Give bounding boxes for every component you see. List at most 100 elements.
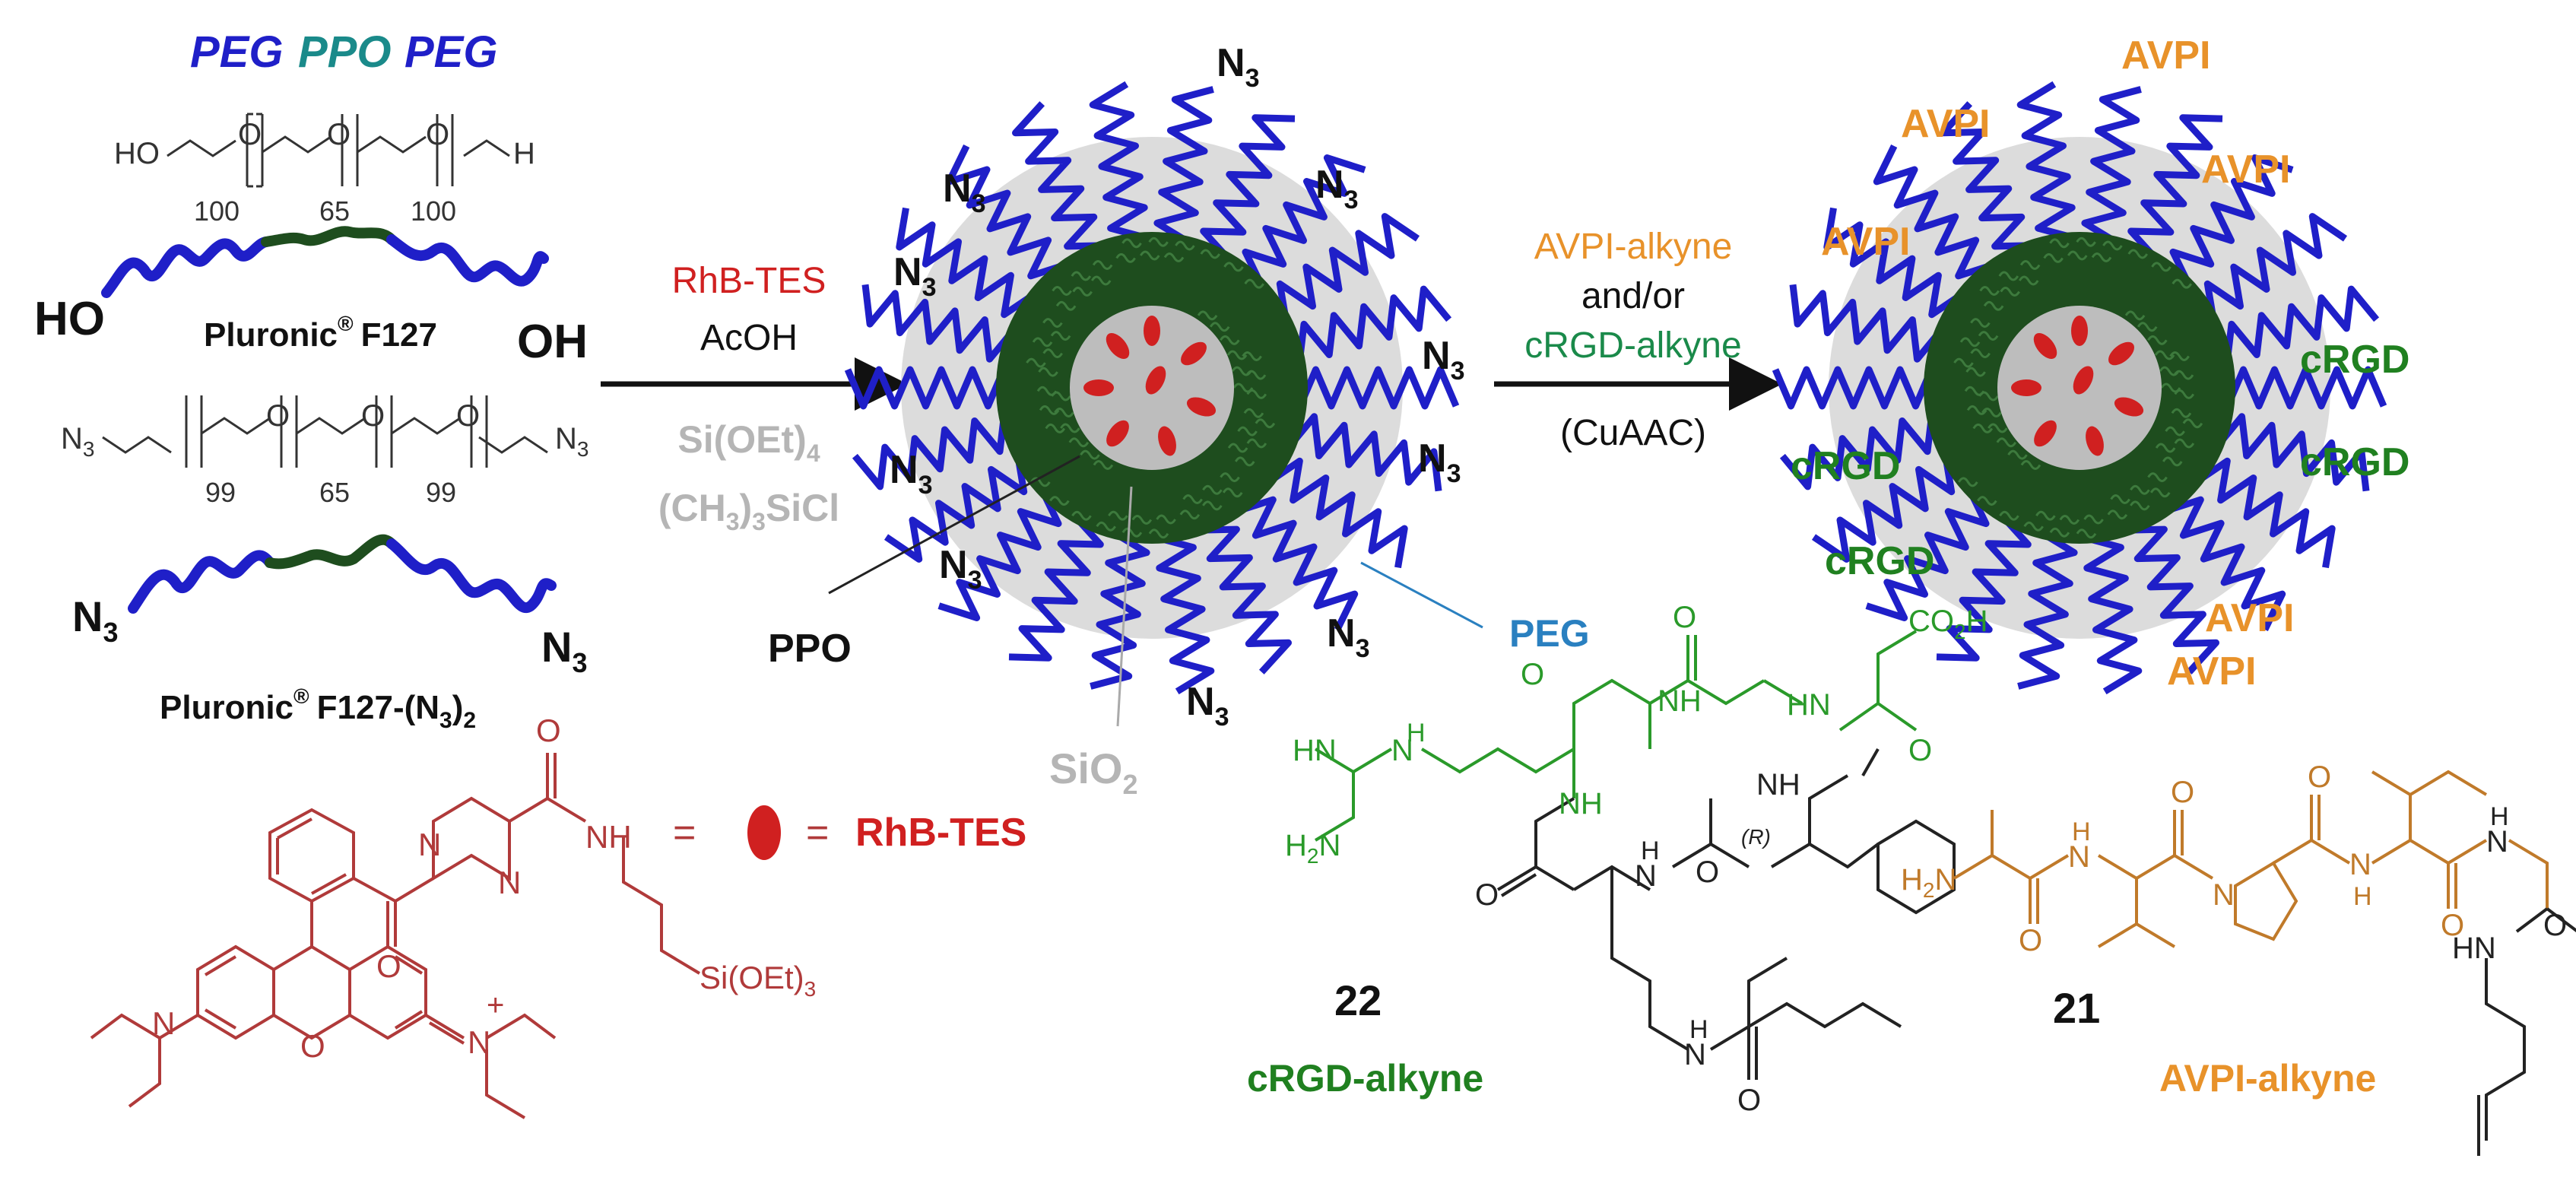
ppo-texture [1246, 389, 1267, 399]
svg-text:Pluronic®F127: Pluronic®F127 [204, 312, 437, 354]
ppo-texture [1179, 509, 1201, 520]
svg-text:NH: NH [585, 819, 632, 855]
svg-text:N3: N3 [1315, 163, 1358, 214]
ppo-texture [2182, 418, 2203, 429]
pluronic-formula [167, 113, 510, 188]
svg-text:cRGD: cRGD [1791, 444, 1900, 488]
ppo-texture [2020, 459, 2041, 470]
avpi-text: H2N N H O O N O N H O [1901, 760, 2464, 957]
ppo-texture [1148, 528, 1169, 539]
rhb-tes-structure [90, 753, 701, 1119]
svg-text:N: N [468, 1024, 490, 1060]
svg-text:N: N [152, 1005, 175, 1041]
ppo-texture [2035, 510, 2056, 521]
ppo-texture [1050, 331, 1071, 341]
avpi-label: AVPI-alkyne [2159, 1057, 2376, 1100]
svg-text:O: O [2441, 909, 2464, 942]
ppo-texture [2076, 528, 2097, 539]
rhb-tes-text: O O N N NH O N N + Si(OEt)3 [152, 713, 816, 1064]
ppo-leader-line [828, 455, 1080, 595]
rhb-dye-drop [2108, 341, 2134, 366]
ppo-texture [2174, 438, 2195, 449]
peg-chain [1940, 101, 2035, 250]
svg-text:N: N [498, 865, 521, 900]
chem-n-99b: 99 [426, 477, 456, 508]
ppo-texture [1042, 348, 1063, 359]
rhb-dye-drop [1186, 397, 1217, 417]
pluronic-n3-left: N3 [72, 592, 118, 648]
peg-chain [1242, 154, 1366, 290]
svg-text:H2N: H2N [1285, 829, 1340, 868]
ppo-texture [2023, 521, 2044, 532]
rhb-dye-drop [2114, 397, 2144, 417]
ppo-texture [2155, 443, 2176, 453]
rhb-dye-drop [2034, 420, 2057, 447]
rhb-dye-drop [1144, 316, 1160, 346]
svg-text:O: O [300, 1028, 325, 1064]
ppo-texture [1052, 286, 1072, 296]
avpi-structure [1953, 770, 2549, 948]
ppo-texture [2130, 500, 2150, 511]
peg-chain [1811, 452, 1956, 563]
ppo-texture [2124, 310, 2146, 321]
peg-chain [1264, 457, 1408, 569]
svg-text:O: O [266, 399, 290, 433]
peg-chain [2081, 86, 2142, 247]
ppo-texture [2162, 456, 2183, 467]
svg-text:O: O [1737, 1084, 1761, 1117]
ppo-texture [1068, 437, 1090, 448]
crgd-text: HN N H H2N NH NH O HN CO2H O O O N H N H… [1285, 601, 1988, 1117]
svg-text:NH: NH [1658, 684, 1702, 718]
rhb-dye-drop [2071, 316, 2088, 346]
peg-chain [1008, 513, 1104, 662]
ppo-texture [2019, 260, 2041, 271]
nanoparticle-azide [844, 81, 1460, 695]
ppo-texture [2083, 514, 2104, 525]
ppo-texture [2147, 472, 2168, 483]
ppo-texture [1970, 348, 1991, 359]
svg-text:AVPI: AVPI [2205, 596, 2295, 640]
peg-chain [1200, 114, 1296, 263]
ppo-texture [2091, 252, 2112, 262]
svg-text:N3: N3 [61, 422, 94, 461]
peg-chain [852, 411, 1008, 490]
peg-chain [945, 144, 1070, 280]
svg-text:O: O [1673, 601, 1696, 634]
ppo-texture [2007, 449, 2028, 460]
svg-text:O: O [2543, 909, 2567, 942]
peg-chain [1865, 486, 1990, 621]
peg-chain [884, 452, 1028, 563]
ppo-texture [1958, 477, 1978, 487]
ppo-texture [2130, 484, 2150, 495]
sio2-leader-line [1116, 486, 1133, 727]
peg-leader-line [1360, 561, 1483, 629]
rhb-equals-2: = [806, 811, 829, 855]
peg-chain [937, 486, 1062, 621]
svg-text:O: O [1908, 734, 1932, 767]
legend-peg-1: PEG [190, 27, 284, 77]
svg-text:O: O [2308, 760, 2331, 794]
ppo-texture [2000, 287, 2020, 297]
ppo-texture [1032, 337, 1053, 348]
avpi-alkyne-chain [2477, 907, 2576, 1156]
ppo-texture [1223, 262, 1244, 272]
rhb-equals-1: = [673, 811, 696, 855]
peg-label: PEG [1509, 612, 1590, 655]
ppo-texture [2018, 275, 2039, 286]
ppo-texture [1071, 271, 1092, 281]
ppo-texture [1045, 423, 1066, 433]
legend-peg-2: PEG [404, 27, 498, 77]
ppo-texture [2147, 335, 2168, 345]
ppo-texture [2067, 250, 2088, 261]
rhb-dye-drop [2086, 426, 2104, 456]
peg-chain [844, 366, 1007, 410]
step2-crgd-alkyne: cRGD-alkyne [1524, 325, 1741, 366]
ppo-texture [1072, 287, 1093, 297]
svg-text:HN: HN [1293, 734, 1337, 767]
ppo-texture [2172, 278, 2192, 289]
svg-text:AVPI: AVPI [1901, 102, 1991, 146]
peg-chain [1873, 144, 1997, 280]
ppo-texture [2154, 350, 2175, 360]
svg-text:AVPI: AVPI [2201, 148, 2291, 192]
svg-text:N3: N3 [1422, 334, 1464, 386]
